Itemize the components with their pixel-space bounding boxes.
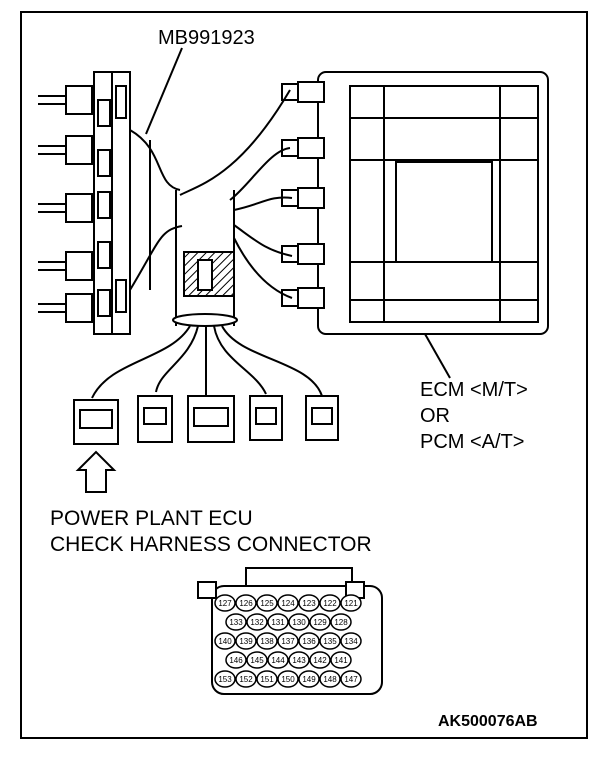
pin-label: 143 (292, 656, 306, 665)
tool-label: MB991923 (158, 27, 255, 49)
pin-label: 122 (323, 599, 337, 608)
pin-numbers: 127 126 125 124 123 122 121 133 132 131 … (218, 599, 358, 684)
pin-label: 140 (218, 637, 232, 646)
pin-label: 141 (334, 656, 348, 665)
figure-id: AK500076AB (438, 713, 538, 730)
left-cables (129, 47, 183, 291)
pin-label: 152 (239, 675, 253, 684)
pin-label: 123 (302, 599, 316, 608)
pin-label: 135 (323, 637, 337, 646)
ecm-label-line3: PCM <A/T> (420, 431, 525, 453)
connector-label-line2: CHECK HARNESS CONNECTOR (50, 533, 372, 556)
pin-label: 149 (302, 675, 316, 684)
pin-label: 150 (281, 675, 295, 684)
pin-label: 130 (292, 618, 306, 627)
pin-label: 148 (323, 675, 337, 684)
connector-label-line1: POWER PLANT ECU (50, 507, 253, 530)
left-side-plugs (38, 85, 93, 323)
pin-label: 146 (229, 656, 243, 665)
pin-label: 132 (250, 618, 264, 627)
check-connectors (73, 395, 339, 445)
ecm-label-line2: OR (420, 405, 450, 427)
pin-label: 136 (302, 637, 316, 646)
ecm-label-line1: ECM <M/T> (420, 379, 528, 401)
pin-label: 131 (271, 618, 285, 627)
pin-label: 147 (344, 675, 358, 684)
up-arrow-icon (75, 450, 117, 493)
pin-label: 153 (218, 675, 232, 684)
pin-label: 145 (250, 656, 264, 665)
pin-label: 134 (344, 637, 358, 646)
pin-label: 128 (334, 618, 348, 627)
pin-label: 139 (239, 637, 253, 646)
left-connector-block (93, 71, 131, 335)
pin-label: 126 (239, 599, 253, 608)
pin-label: 125 (260, 599, 274, 608)
cable-bundle (172, 89, 293, 327)
pin-label: 137 (281, 637, 295, 646)
pin-ovals (214, 594, 362, 688)
pin-label: 121 (344, 599, 358, 608)
pin-label: 151 (260, 675, 274, 684)
pin-label: 124 (281, 599, 295, 608)
pin-label: 127 (218, 599, 232, 608)
ecm-unit (281, 71, 549, 379)
pin-label: 142 (313, 656, 327, 665)
pin-label: 138 (260, 637, 274, 646)
pin-label: 144 (271, 656, 285, 665)
pin-label: 129 (313, 618, 327, 627)
pin-label: 133 (229, 618, 243, 627)
figure-frame (20, 11, 588, 739)
branch-cables (91, 325, 323, 399)
